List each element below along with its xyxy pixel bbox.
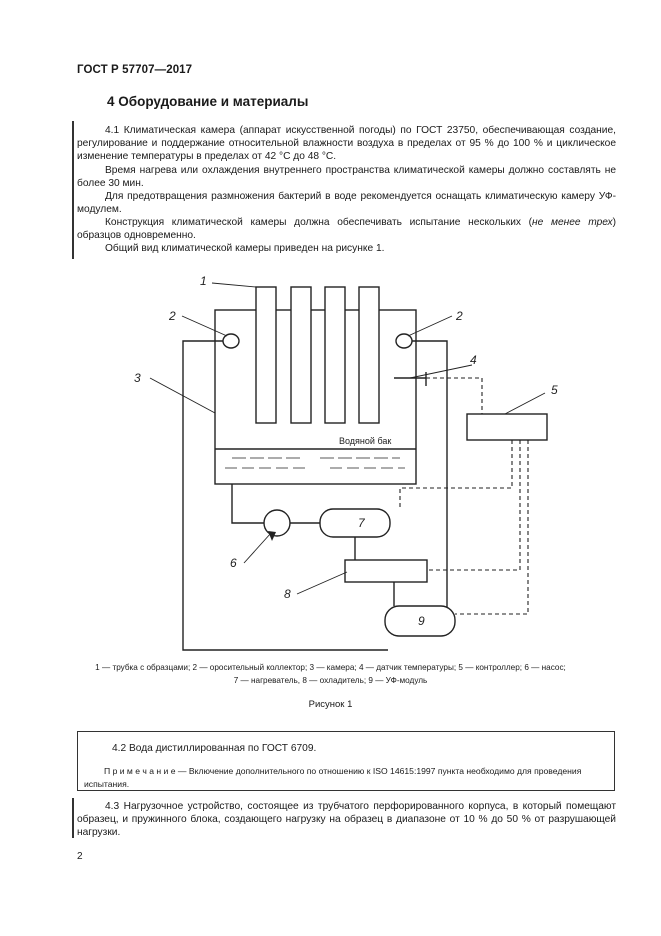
note-label: П р и м е ч а н и е — [104,766,187,776]
label-7: 7 [358,516,366,530]
pipe-left-loop [182,340,388,651]
item-4-2-frame [77,731,615,791]
sample-tube-4 [358,286,380,424]
page-number: 2 [77,851,83,862]
cooler [344,559,428,583]
figure-title: Рисунок 1 [308,699,353,710]
label-3: 3 [134,371,141,385]
paragraph-design: Конструкция климатической камеры должна … [77,216,616,242]
pump [263,509,291,537]
chamber-body [214,309,417,485]
design-text-end: ) образцов одновременно. [77,217,616,242]
water-tank-label: Водяной бак [339,436,391,446]
control-line-uv [455,440,529,615]
water-waves [225,457,405,469]
document-header: ГОСТ Р 57707—2017 [77,64,193,76]
sample-tube-2 [290,286,312,424]
note: П р и м е ч а н и е — Включение дополнит… [84,765,612,790]
label-9: 9 [418,614,425,628]
design-text-emphasis: не менее трех [532,217,613,228]
control-line-heater [399,440,513,509]
figure-legend-line-2: 7 — нагреватель, 8 — охладитель; 9 — УФ-… [233,676,428,685]
paragraph-general-view: Общий вид климатической камеры приведен … [105,243,385,254]
uv-module [384,605,456,637]
label-2-left: 2 [168,309,176,323]
label-4: 4 [470,353,477,367]
change-bar-4-3 [72,798,74,838]
sample-tube-1 [255,286,277,424]
spray-manifold-left [222,333,240,349]
design-text-start: Конструкция климатической камеры должна … [105,217,533,228]
spray-manifold-right [395,333,413,349]
figure-legend-line-1: 1 — трубка с образцами; 2 — оросительный… [95,663,566,672]
section-title: 4 Оборудование и материалы [107,94,309,109]
label-5: 5 [551,383,558,397]
paragraph-heating-time: Время нагрева или охлаждения внутреннего… [77,165,616,190]
paragraph-uv-module: Для предотвращения размножения бактерий … [77,191,616,216]
pipe-tank-to-pump [231,484,264,524]
control-line-cooler [427,440,521,571]
change-bar [72,121,74,259]
paragraph-4-3: 4.3 Нагрузочное устройство, состоящее из… [77,801,616,839]
label-8: 8 [284,587,291,601]
paragraph-4-1: 4.1 Климатическая камера (аппарат искусс… [77,125,616,163]
controller [466,413,548,441]
label-6: 6 [230,556,237,570]
sample-tube-3 [324,286,346,424]
climate-chamber-diagram: 1 2 2 3 4 5 6 7 8 9 Водяной бак [134,274,558,651]
note-text: Включение дополнительного по отношению к… [84,766,582,789]
label-2-right: 2 [455,309,463,323]
heater [319,508,391,538]
paragraph-4-2: 4.2 Вода дистиллированная по ГОСТ 6709. [112,743,317,754]
control-line-sensor [426,377,483,414]
label-1: 1 [200,274,207,288]
